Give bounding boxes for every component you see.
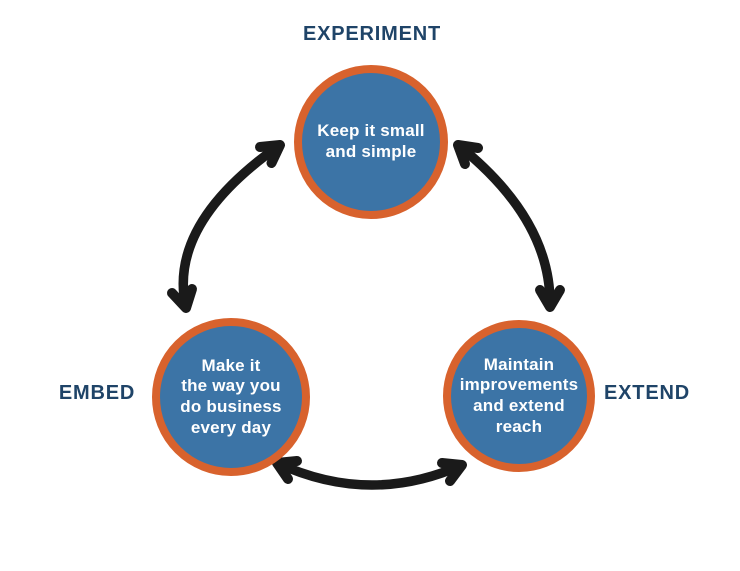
double-arrow-icon-experiment-embed	[167, 140, 285, 313]
node-embed: Make it the way you do business every da…	[152, 318, 310, 476]
stage-label-extend: EXTEND	[604, 382, 690, 404]
node-extend: Maintain improvements and extend reach	[443, 320, 595, 472]
node-experiment-text: Keep it small and simple	[317, 121, 425, 161]
double-arrow-icon-embed-extend	[272, 456, 467, 490]
node-embed-text: Make it the way you do business every da…	[180, 355, 282, 437]
stage-label-embed: EMBED	[58, 382, 136, 404]
double-arrow-icon-extend-experiment	[453, 140, 565, 312]
node-extend-text: Maintain improvements and extend reach	[459, 354, 579, 436]
stage-label-experiment: EXPERIMENT	[302, 23, 442, 45]
node-experiment: Keep it small and simple	[294, 65, 448, 219]
